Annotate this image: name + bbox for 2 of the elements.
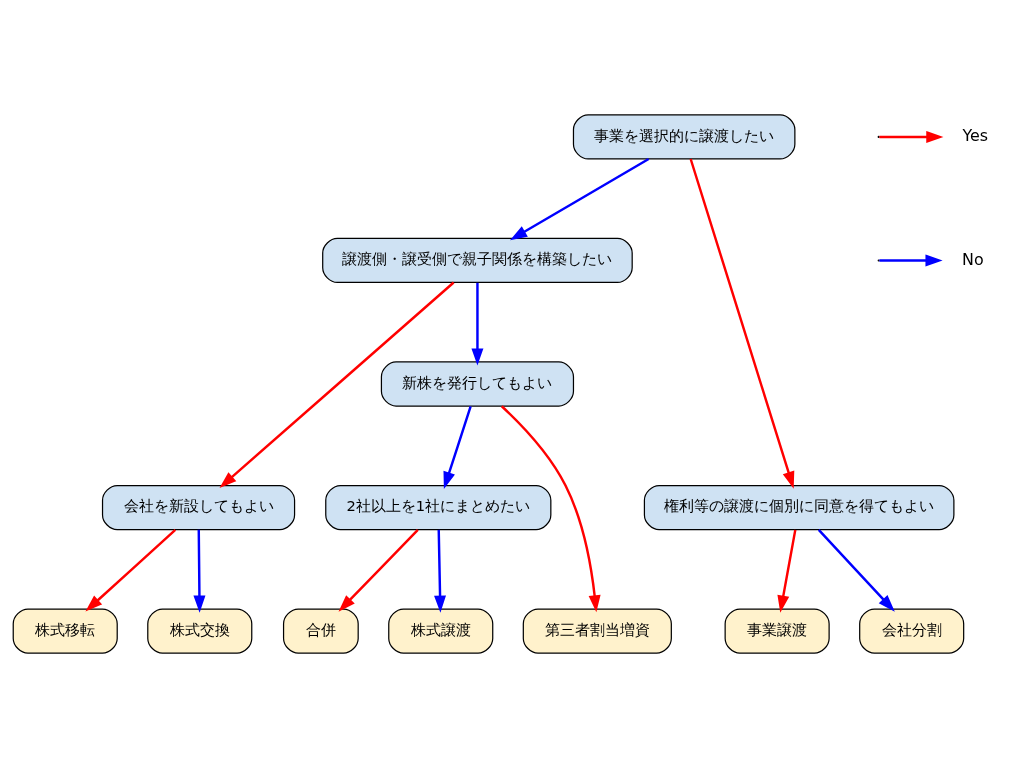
- legend-label: No: [962, 249, 984, 269]
- legend-label: Yes: [962, 126, 989, 146]
